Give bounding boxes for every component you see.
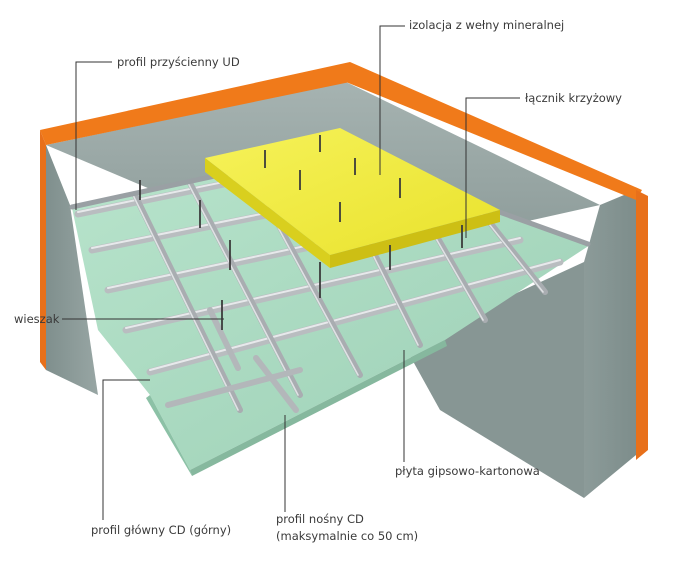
label-main-profile: profil główny CD (górny) xyxy=(91,523,232,537)
leader-cross-connector xyxy=(465,97,520,238)
leader-lines xyxy=(62,25,520,520)
wall-top-edge-back xyxy=(40,62,350,145)
wall-side-edge-left xyxy=(40,130,46,370)
board-edge xyxy=(146,395,192,476)
right-wall xyxy=(584,190,636,498)
wall-top-edge-right xyxy=(346,62,642,200)
mineral-wool-insulation xyxy=(205,128,500,268)
leader-wall-profile xyxy=(75,61,112,210)
right-wall-lower xyxy=(404,262,584,498)
front-profiles xyxy=(165,307,303,413)
insulation-top xyxy=(205,128,500,255)
label-cross-connector: łącznik krzyżowy xyxy=(525,91,622,105)
left-wall xyxy=(46,145,98,395)
insulation-side xyxy=(330,210,500,268)
label-board: płyta gipsowo-kartonowa xyxy=(395,464,540,478)
label-carrier-profile-line2: (maksymalnie co 50 cm) xyxy=(276,529,419,543)
leader-insulation xyxy=(379,25,405,175)
insulation-front xyxy=(205,158,330,268)
hangers xyxy=(139,135,463,330)
leader-main-profile xyxy=(102,379,150,520)
wall-side-edge-right xyxy=(636,190,648,460)
label-hanger: wieszak xyxy=(14,312,60,326)
label-insulation: izolacja z wełny mineralnej xyxy=(409,18,565,32)
label-wall-profile: profil przyścienny UD xyxy=(117,55,240,69)
board-edge-front xyxy=(190,340,447,476)
label-carrier-profile-line1: profil nośny CD xyxy=(276,512,364,526)
